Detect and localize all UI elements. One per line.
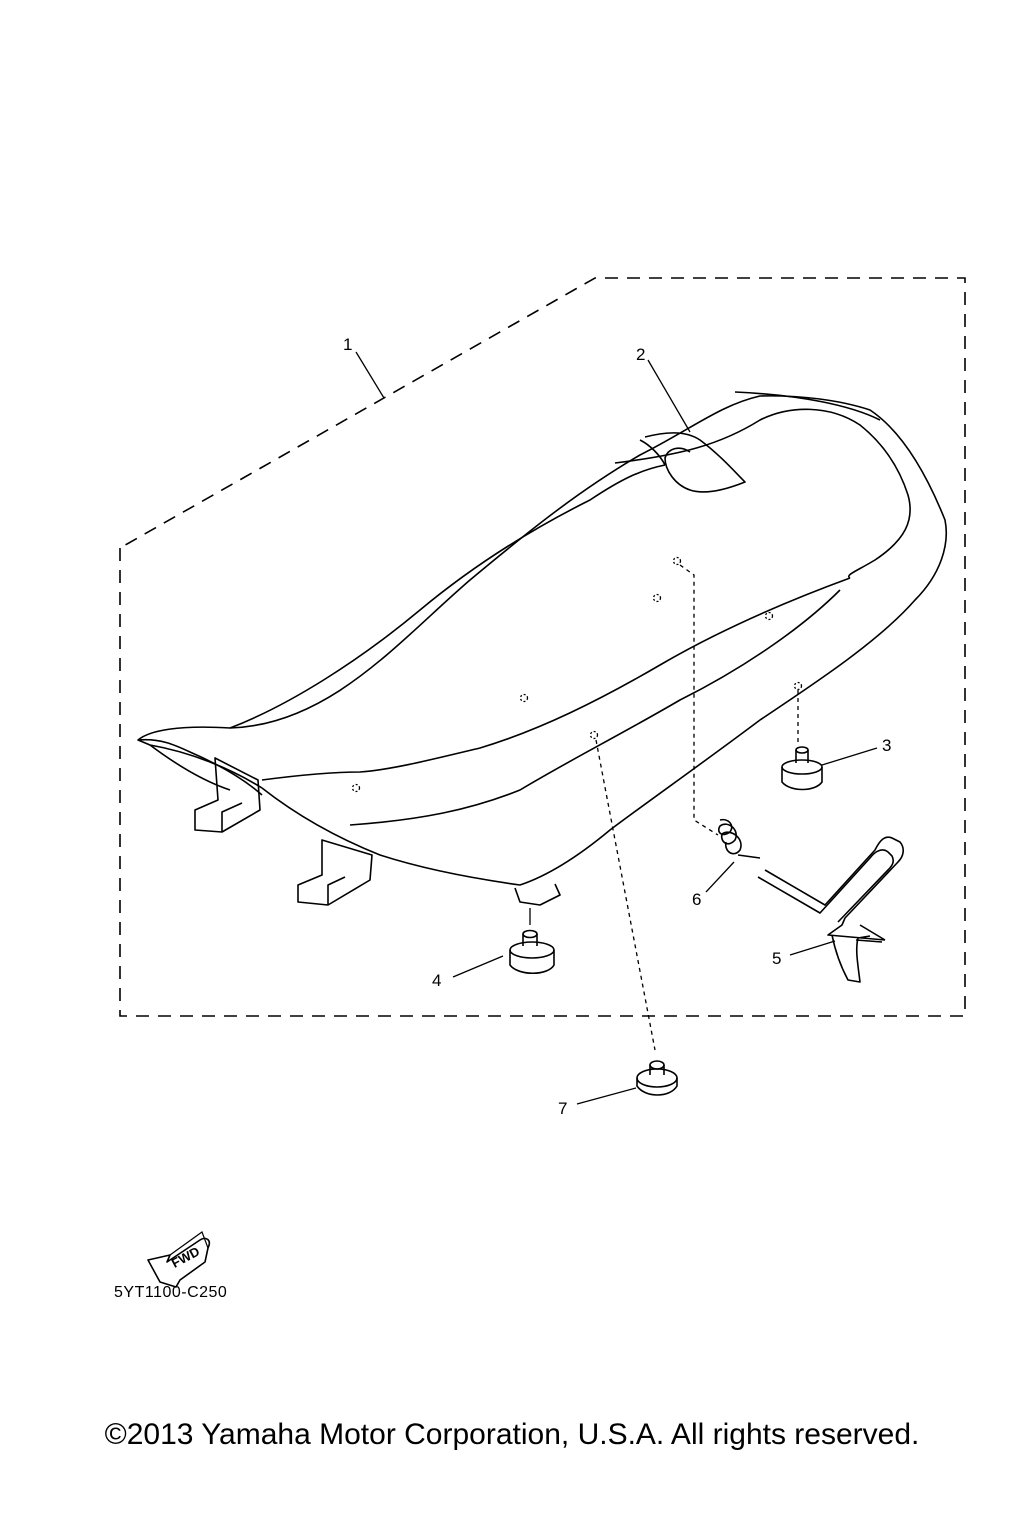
hook-part [757, 836, 904, 983]
callout-6: 6 [692, 890, 701, 909]
callout-7: 7 [558, 1099, 567, 1118]
diagram-code: 5YT1100-C250 [114, 1284, 228, 1301]
spring-part [717, 818, 761, 859]
leader-lines [355, 351, 878, 1105]
guide-lines [529, 564, 799, 1051]
callout-2: 2 [636, 345, 645, 364]
seat-assembly [137, 391, 947, 906]
damper-part-3 [781, 746, 823, 791]
copyright-notice: ©2013 Yamaha Motor Corporation, U.S.A. A… [104, 1418, 920, 1451]
callout-3: 3 [882, 736, 891, 755]
damper-part-7 [636, 1060, 678, 1096]
forward-arrow-icon: FWD [147, 1231, 211, 1288]
callout-1: 1 [343, 335, 352, 354]
assembly-boundary [119, 277, 966, 1017]
damper-part-4 [509, 929, 555, 975]
callout-4: 4 [432, 971, 441, 990]
callout-5: 5 [772, 949, 781, 968]
